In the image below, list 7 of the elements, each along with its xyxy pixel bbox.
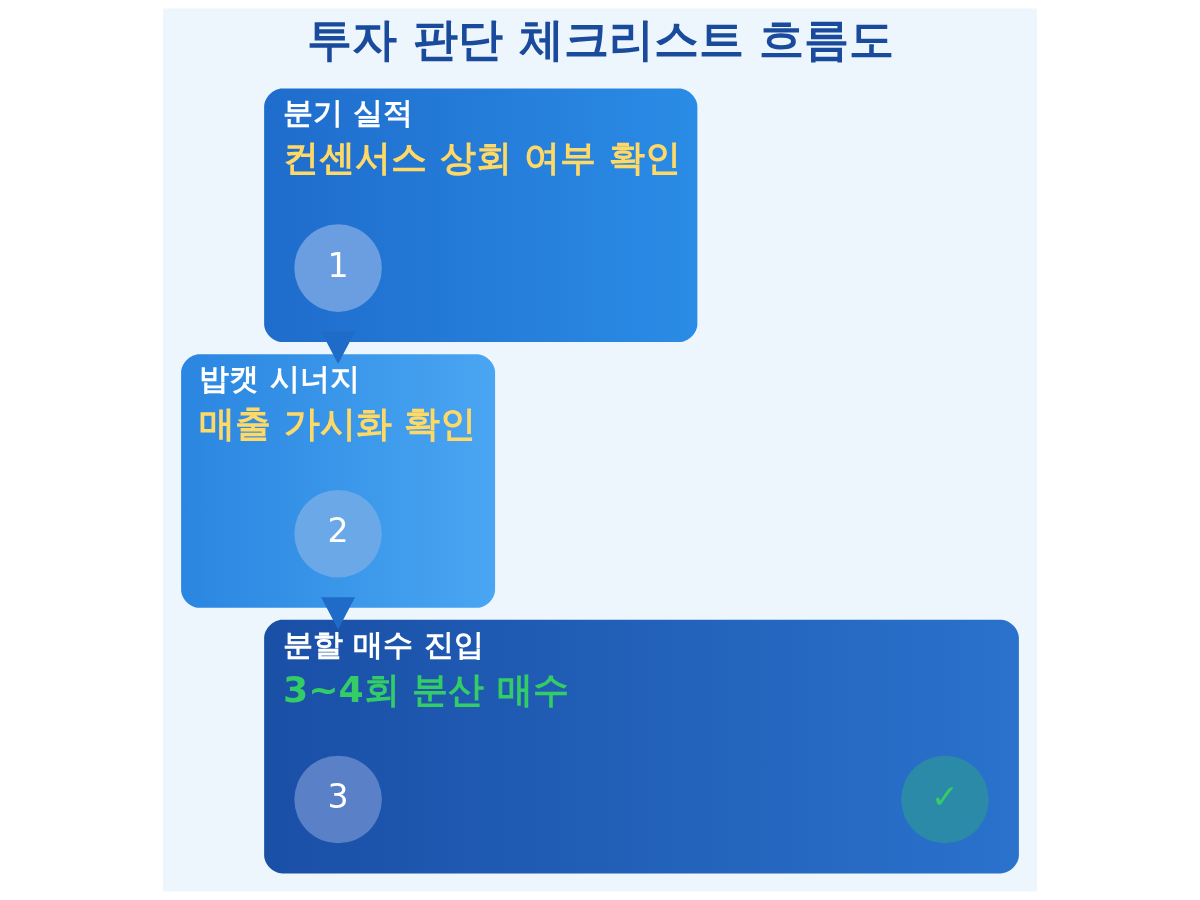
node-circle: 2 — [294, 490, 382, 578]
arrow — [321, 597, 356, 630]
arrow — [321, 331, 356, 364]
node-circle: 1 — [294, 224, 382, 312]
node-circle: ✓ — [901, 755, 989, 844]
node-circle: 3 — [294, 755, 382, 844]
diagram-title: 투자 판단 체크리스트 흐름도 — [307, 13, 895, 67]
